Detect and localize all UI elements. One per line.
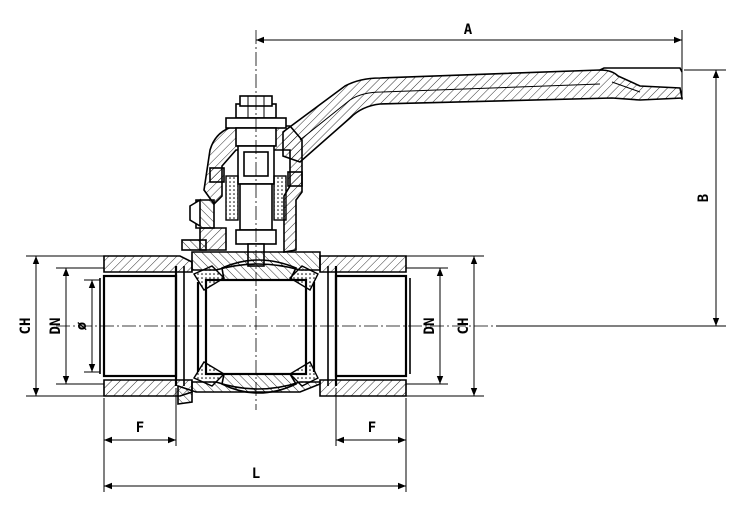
dimension-a-label: A: [464, 22, 473, 38]
dimension-l: L: [104, 466, 406, 490]
dimension-phi: ø: [74, 279, 100, 373]
dimension-ch-right: CH: [406, 255, 484, 397]
dimension-ch-right-label: CH: [456, 318, 472, 335]
dimension-f-right: F: [335, 388, 407, 492]
dimension-l-label: L: [252, 466, 260, 482]
dimension-f-left-label: F: [136, 420, 144, 436]
dimension-phi-label: ø: [74, 321, 90, 330]
lever-handle: [282, 67, 683, 163]
valve-ball: [192, 259, 319, 394]
dimension-b: B: [684, 69, 726, 326]
dimension-ch-left: CH: [18, 255, 104, 397]
dimension-dn-left-label: DN: [48, 318, 64, 335]
dimension-b-label: B: [696, 194, 712, 202]
dimension-f-left: F: [103, 388, 177, 492]
dimension-a: A: [256, 22, 683, 100]
dimension-f-right-label: F: [368, 420, 376, 436]
dimension-dn-right-label: DN: [422, 318, 438, 335]
valve-stem: [209, 95, 303, 267]
dimension-dn-left: DN: [48, 267, 104, 385]
dimension-dn-right: DN: [406, 267, 448, 385]
dimension-ch-left-label: CH: [18, 318, 34, 335]
